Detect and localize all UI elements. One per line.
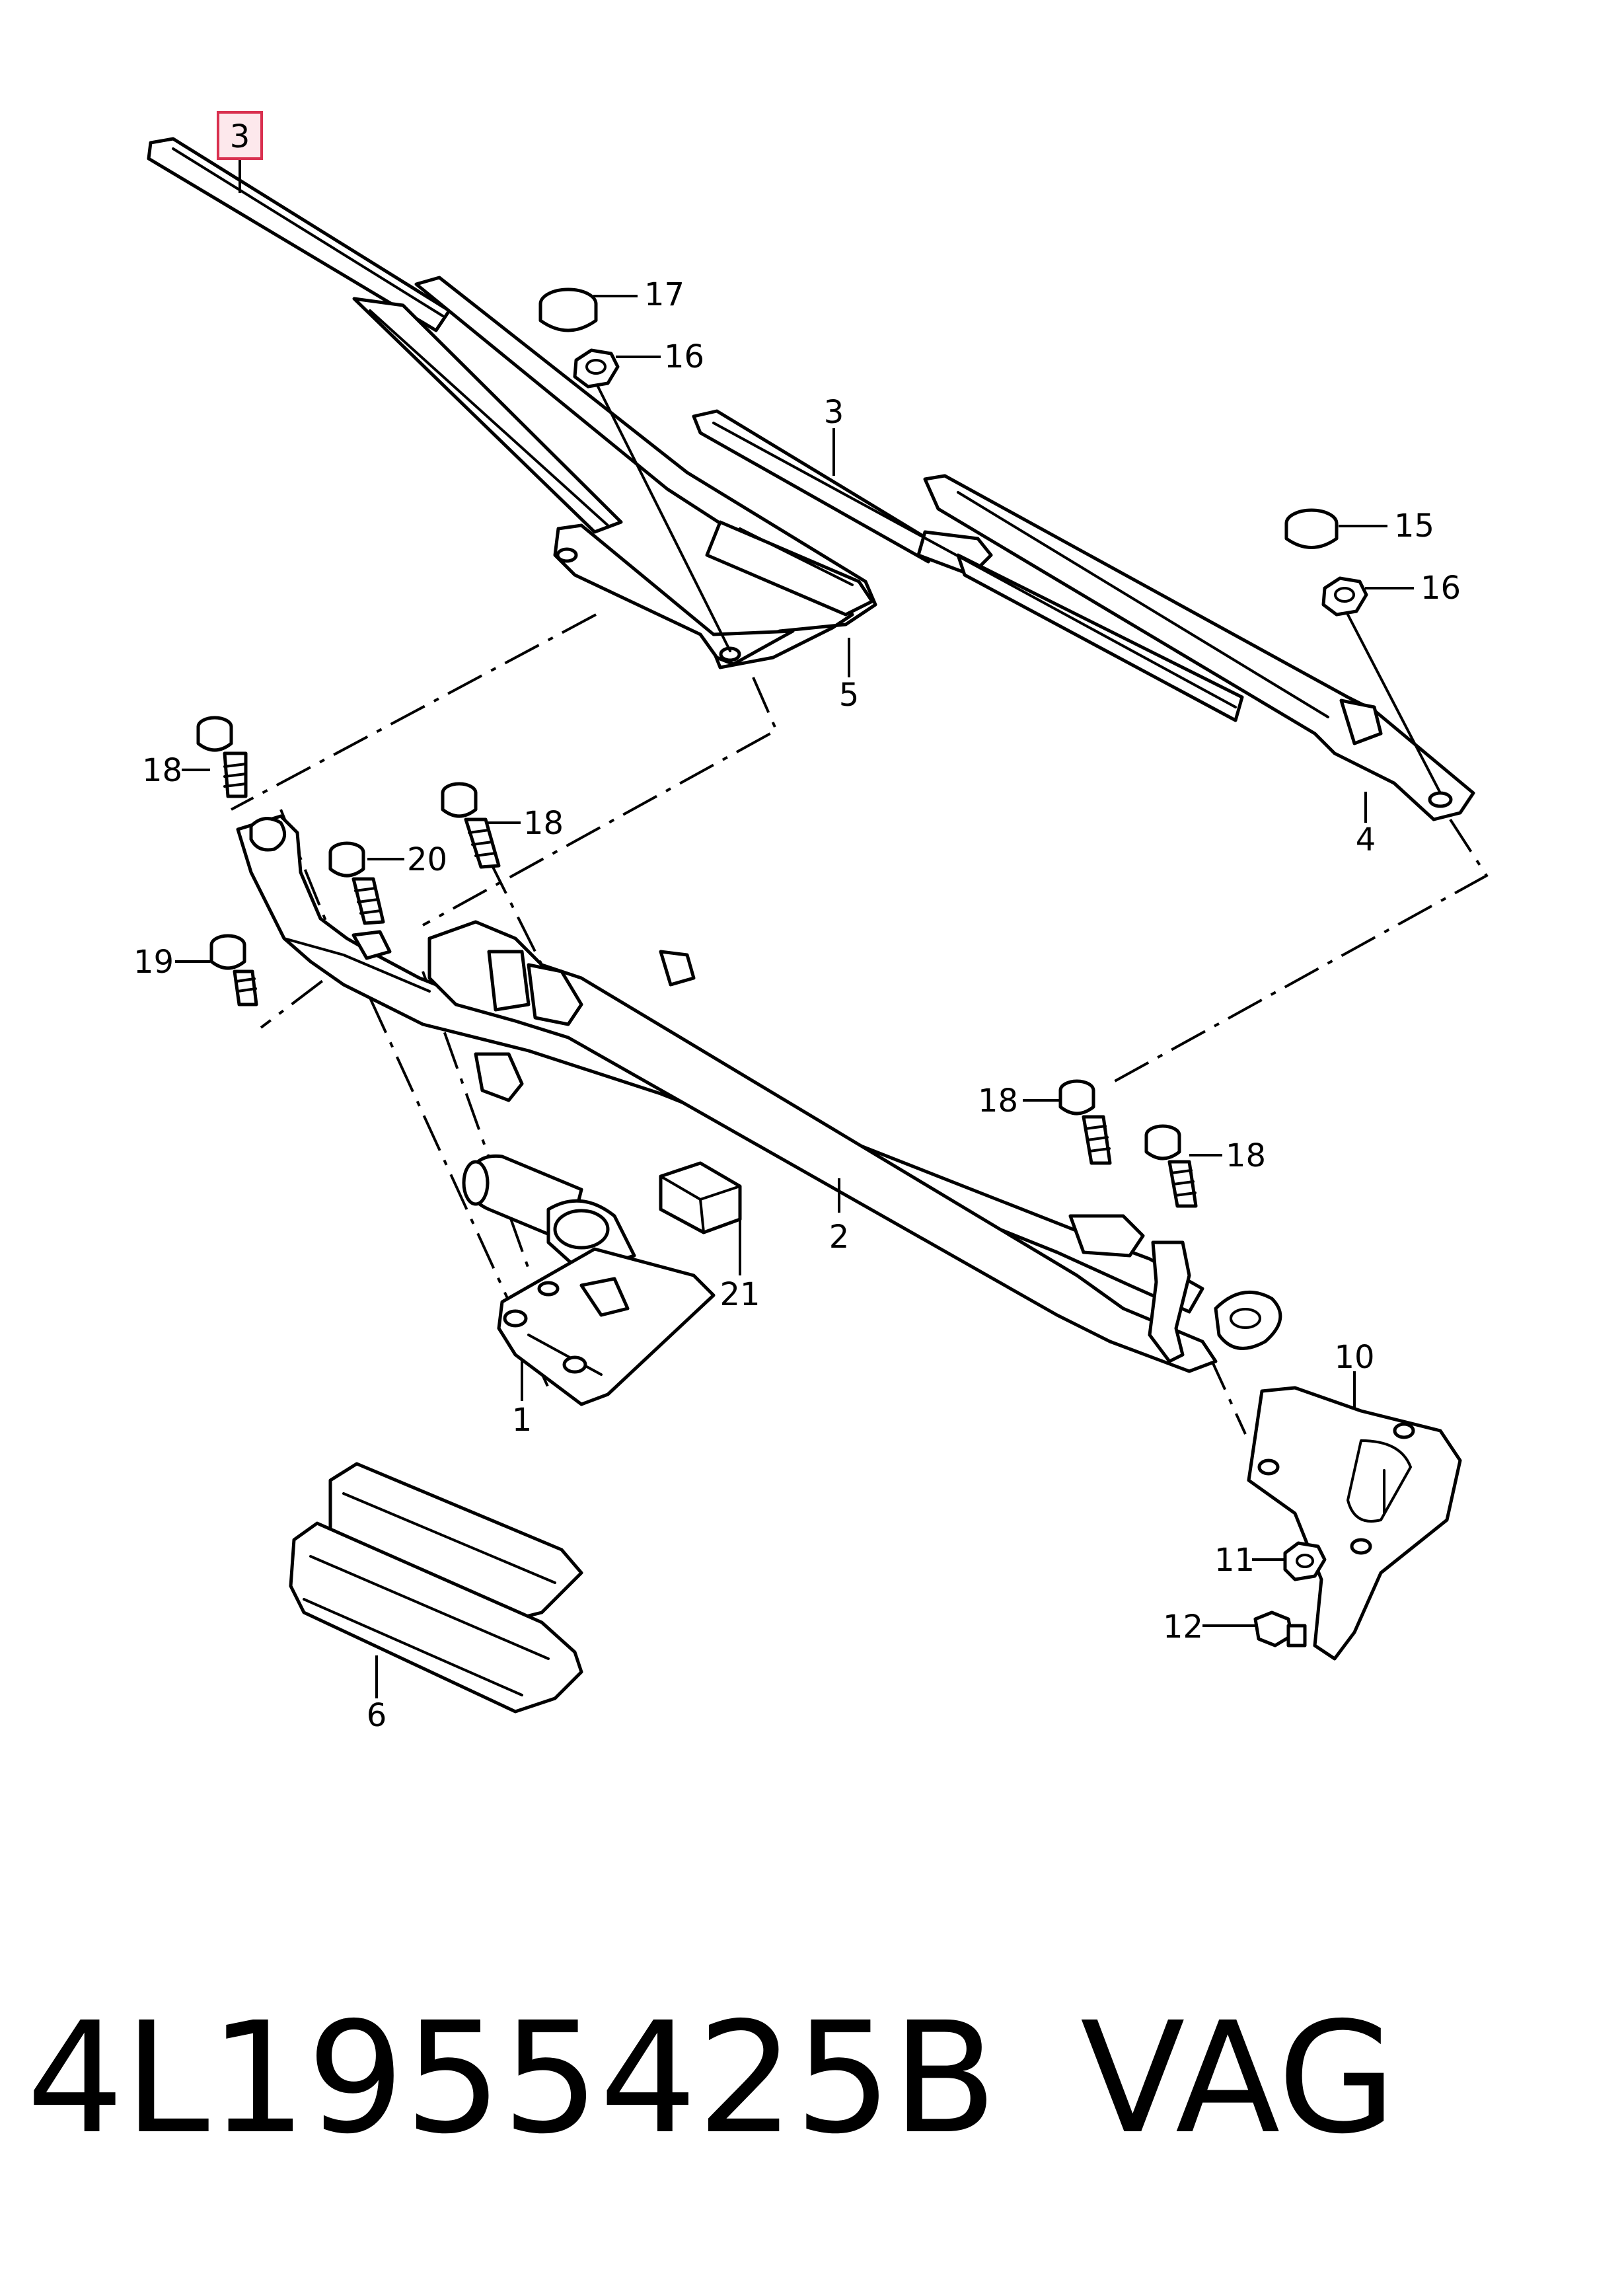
callout-10[interactable]: 10 (1334, 1339, 1374, 1376)
cap-17 (538, 287, 598, 332)
bolt-18-b (441, 782, 501, 869)
highlighted-callout-box (217, 111, 263, 160)
callout-18-d[interactable]: 18 (1226, 1137, 1266, 1174)
cap-15 (1284, 508, 1339, 549)
nut-16-left (573, 348, 620, 389)
callout-19[interactable]: 19 (133, 944, 174, 981)
part-number: 4L1955425B (26, 1989, 997, 2168)
callout-18-b[interactable]: 18 (523, 805, 564, 842)
callout-11[interactable]: 11 (1214, 1542, 1255, 1579)
callout-1[interactable]: 1 (512, 1402, 533, 1439)
right-nut-axis-line (1347, 613, 1442, 794)
callout-2[interactable]: 2 (829, 1219, 850, 1256)
left-wiper-blade (147, 137, 623, 534)
bolt-19 (209, 934, 258, 1006)
bolt-12 (1253, 1610, 1307, 1647)
callout-4[interactable]: 4 (1356, 821, 1376, 858)
callout-6[interactable]: 6 (367, 1697, 387, 1734)
wiper-motor-1 (462, 1154, 716, 1406)
connector-21 (659, 1161, 742, 1234)
right-wiper-arm (923, 474, 1475, 821)
callout-16-right[interactable]: 16 (1421, 570, 1461, 607)
callout-3-right[interactable]: 3 (824, 394, 844, 431)
nut-16-right (1321, 576, 1368, 617)
left-nut-axis-line (597, 385, 731, 652)
bolt-18-d (1144, 1124, 1198, 1208)
callout-20[interactable]: 20 (407, 841, 447, 878)
callout-18-c[interactable]: 18 (978, 1082, 1018, 1119)
right-wiper-blade (692, 409, 1244, 722)
callout-18-a[interactable]: 18 (142, 752, 182, 789)
bolt-20 (328, 841, 385, 925)
bolt-18-c (1058, 1079, 1112, 1165)
callout-12[interactable]: 12 (1163, 1609, 1203, 1646)
wiper-linkage-2 (236, 814, 1282, 1373)
callout-leaders (175, 159, 1414, 1698)
nut-11 (1283, 1541, 1327, 1581)
cover-6 (289, 1462, 583, 1714)
callout-5[interactable]: 5 (839, 677, 860, 714)
callout-21[interactable]: 21 (720, 1276, 760, 1313)
bolt-18-a (196, 716, 248, 798)
brand-name: VAG (1080, 1989, 1396, 2168)
callout-17[interactable]: 17 (644, 276, 684, 313)
bracket-10 (1247, 1386, 1462, 1661)
callout-3-highlighted[interactable]: 3 (230, 118, 250, 155)
callout-15[interactable]: 15 (1394, 508, 1434, 545)
callout-16-left[interactable]: 16 (664, 338, 704, 375)
